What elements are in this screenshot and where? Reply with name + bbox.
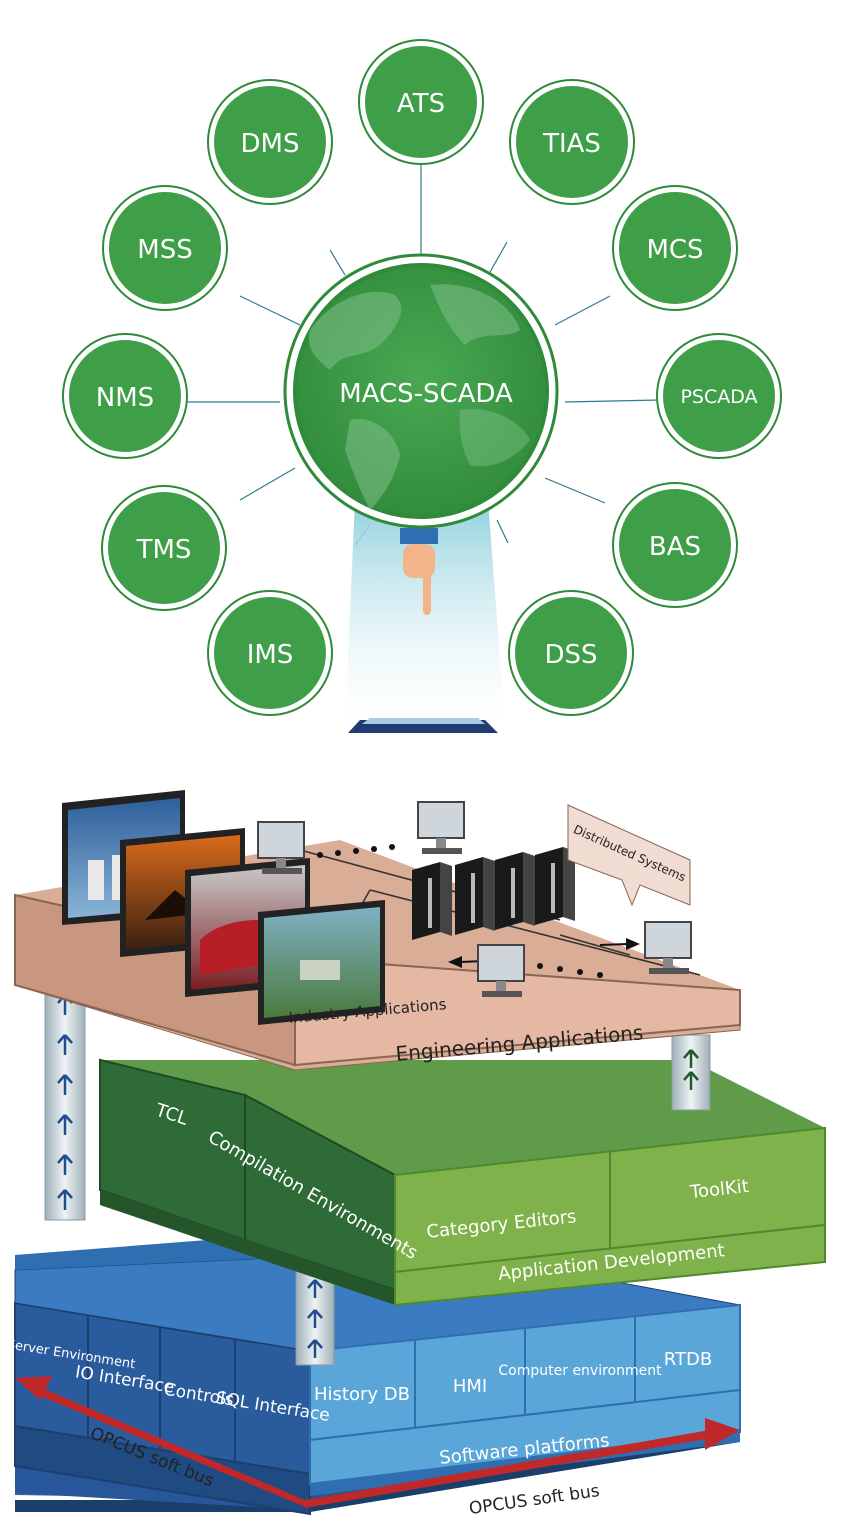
subsystem-node-mcs: MCS: [612, 185, 738, 311]
monitor-icon: [644, 921, 692, 974]
subsystem-label: MCS: [646, 235, 703, 265]
subsystem-node-tias: TIAS: [509, 79, 635, 205]
hub-diagram: MACS-SCADA ATS TIAS MCS PSCADA BAS: [62, 39, 782, 733]
subsystem-label: MSS: [137, 235, 192, 265]
subsystem-node-ats: ATS: [358, 39, 484, 165]
subsystem-label: IMS: [247, 640, 294, 670]
subsystem-node-tms: TMS: [101, 485, 227, 611]
data-pipe-right: [671, 1034, 711, 1111]
subsystem-node-bas: BAS: [612, 482, 738, 608]
pointing-hand-icon: [400, 528, 438, 615]
network-dots: [317, 844, 603, 978]
subsystem-node-ims: IMS: [207, 590, 333, 716]
subsystem-label: PSCADA: [680, 386, 757, 408]
subsystem-label: NMS: [96, 383, 154, 413]
application-development-layer: TCL Compilation Environments Category Ed…: [99, 1058, 826, 1307]
monitor-icon: [417, 801, 465, 854]
subsystem-label: BAS: [649, 532, 701, 562]
block-hmi: HMI: [453, 1376, 487, 1397]
subsystem-label: TIAS: [542, 129, 601, 159]
hub-label: MACS-SCADA: [339, 379, 513, 409]
engineering-applications-layer: Industry Applications: [14, 790, 741, 1071]
subsystem-node-mss: MSS: [102, 185, 228, 311]
monitor-icon: [477, 944, 525, 997]
connector-lines: [180, 162, 661, 546]
subsystem-node-pscada: PSCADA: [656, 333, 782, 459]
globe-icon: MACS-SCADA: [283, 253, 559, 529]
block-rtdb: RTDB: [664, 1349, 712, 1370]
subsystem-label: DSS: [544, 640, 597, 670]
subsystem-label: DMS: [241, 129, 300, 159]
industry-screen-city: [258, 900, 385, 1025]
subsystem-node-dms: DMS: [207, 79, 333, 205]
subsystem-label: TMS: [136, 535, 192, 565]
architecture-diagram: Event Server Environment IO Interface Co…: [0, 785, 843, 1530]
subsystem-node-nms: NMS: [62, 333, 188, 459]
server-icon: [412, 862, 452, 940]
subsystem-label: ATS: [397, 89, 445, 119]
subsystem-node-dss: DSS: [508, 590, 634, 716]
block-computer-environment: Computer environment: [498, 1363, 662, 1379]
block-history-db: History DB: [314, 1384, 410, 1405]
server-icon: [455, 857, 495, 935]
monitor-icon: [257, 821, 305, 874]
arrow-left-icon: [15, 1376, 52, 1400]
arrow-right-icon: [705, 1418, 740, 1450]
server-icon: [495, 852, 535, 930]
server-icon: [535, 847, 575, 925]
